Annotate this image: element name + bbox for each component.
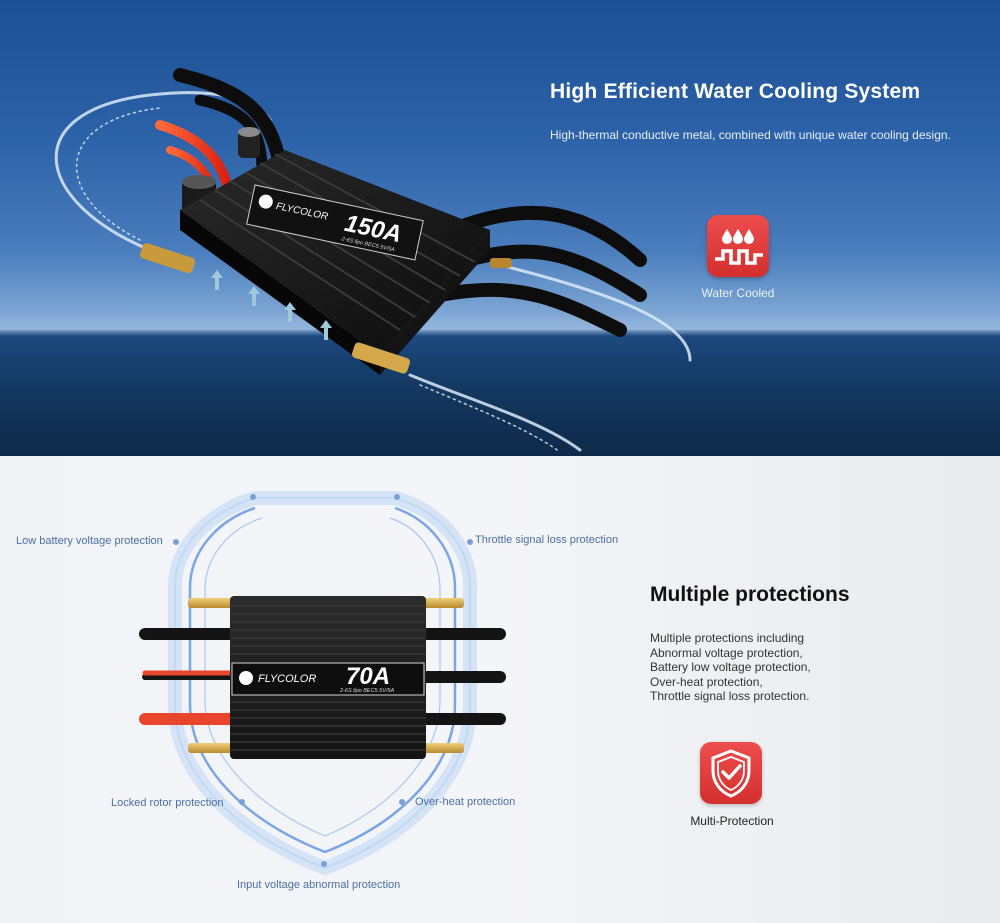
- shield-label-dots: [173, 494, 473, 867]
- esc-connectors: [139, 243, 512, 374]
- esc-70a-model: 70A: [346, 663, 390, 690]
- protection-diagram: FLYCOLOR 70A 2-6S lipo BEC5.5V/5A: [139, 491, 506, 876]
- esc-body: FLYCOLOR 150A 2-6S lipo BEC5.5V/5A: [180, 150, 490, 375]
- locked-rotor-label: Locked rotor protection: [111, 797, 224, 809]
- description-line: Over-heat protection,: [650, 674, 763, 689]
- description-line: Throttle signal loss protection.: [650, 689, 810, 703]
- protection-shield: [168, 491, 477, 876]
- sea-background: [0, 330, 1000, 456]
- protections-description: Multiple protections including Abnormal …: [650, 631, 811, 704]
- throttle-loss-label: Throttle signal loss protection: [475, 534, 619, 546]
- description-line: Battery low voltage protection,: [650, 660, 811, 674]
- protections-section: FLYCOLOR 70A 2-6S lipo BEC5.5V/5A Low ba…: [0, 456, 1000, 923]
- esc-70a-spec: 2-6S lipo BEC5.5V/5A: [339, 688, 394, 694]
- esc-70a-connectors: [188, 598, 464, 753]
- water-cooled-label: Water Cooled: [701, 286, 775, 300]
- airflow-arrows: [211, 270, 332, 340]
- esc-70a-brand: FLYCOLOR: [258, 673, 316, 685]
- protections-title: Multiple protections: [650, 583, 850, 606]
- water-cooling-title: High Efficient Water Cooling System: [550, 80, 921, 103]
- esc-70a-body: FLYCOLOR 70A 2-6S lipo BEC5.5V/5A: [230, 596, 426, 759]
- esc-70a-wires: [139, 628, 506, 725]
- esc-150a-illustration: FLYCOLOR 150A 2-6S lipo BEC5.5V/5A: [54, 68, 692, 453]
- shield-check-icon: [700, 742, 762, 804]
- water-cooling-description: High-thermal conductive metal, combined …: [550, 128, 951, 142]
- description-line: Abnormal voltage protection,: [650, 645, 803, 660]
- water-cooling-icon: [707, 215, 769, 277]
- input-voltage-label: Input voltage abnormal protection: [237, 879, 401, 891]
- multi-protection-label: Multi-Protection: [690, 814, 774, 828]
- description-line: Multiple protections including: [650, 631, 805, 645]
- low-battery-label: Low battery voltage protection: [16, 535, 163, 547]
- over-heat-label: Over-heat protection: [415, 796, 516, 808]
- water-cooling-section: FLYCOLOR 150A 2-6S lipo BEC5.5V/5A: [0, 0, 1000, 456]
